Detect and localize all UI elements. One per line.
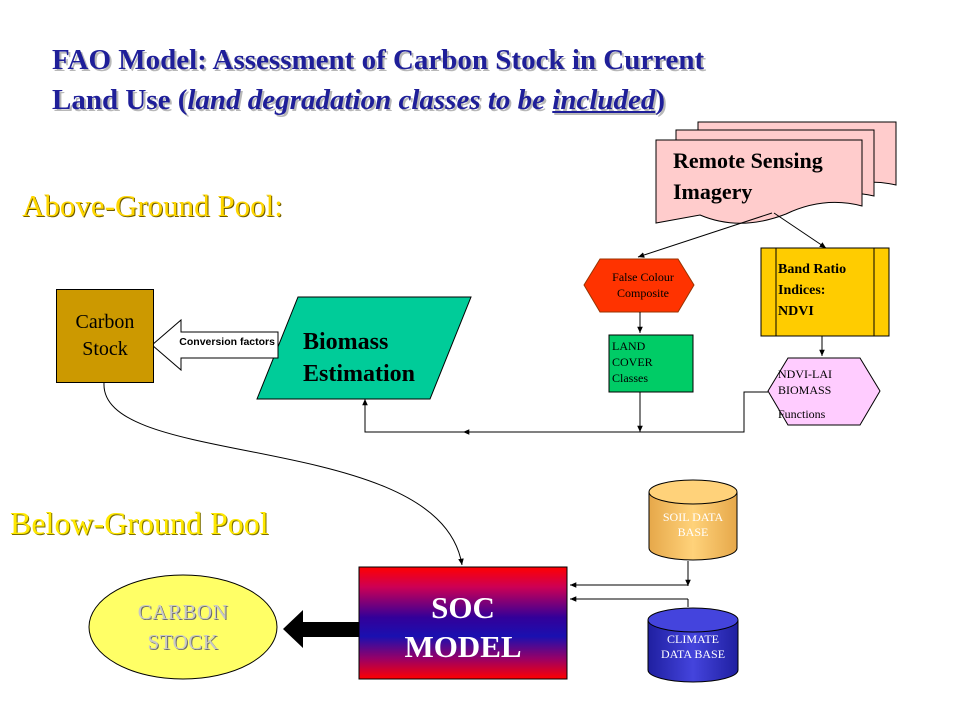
below-ground-pool-heading: Below-Ground Pool: [10, 505, 269, 541]
biomass-estimation-label: Biomass Estimation: [303, 326, 443, 390]
remote-sensing-line-2: Imagery: [673, 179, 753, 204]
title-line-2: Land Use (land degradation classes to be…: [52, 80, 932, 120]
biomass-line-2: Estimation: [303, 361, 416, 387]
remote-sensing-line-1: Remote Sensing: [673, 148, 823, 173]
land-cover-shape: [608, 334, 694, 393]
remote-sensing-label: Remote Sensing Imagery: [673, 145, 823, 207]
carbon-stock-line-1: Carbon: [75, 311, 135, 333]
band-ratio-shape: [760, 247, 890, 337]
soil-database-line-2: BASE: [677, 525, 709, 539]
climate-database-line-1: CLIMATE: [667, 632, 719, 646]
title-underlined-text: included: [552, 84, 656, 116]
remote-sensing-imagery-shape: [655, 121, 897, 224]
title-line-2-prefix: Land Use (: [52, 84, 188, 116]
conversion-factors-arrow: [151, 318, 279, 372]
climate-database-line-2: DATA BASE: [660, 647, 726, 661]
false-colour-line-2: Composite: [616, 286, 669, 300]
soil-database-cylinder: [648, 479, 738, 561]
soil-database-line-1: SOIL DATA: [662, 510, 724, 524]
land-cover-line-2: COVER: [612, 355, 653, 369]
soil-database-label: SOIL DATA BASE: [649, 510, 737, 540]
carbon-stock-ellipse-shape: [88, 574, 278, 680]
title-close-paren: ): [655, 84, 666, 116]
ndvi-lai-line-2: BIOMASS: [778, 383, 832, 397]
ndvi-lai-label: NDVI-LAI BIOMASS Functions: [778, 366, 882, 422]
climate-database-cylinder: [647, 607, 739, 683]
biomass-line-1: Biomass: [303, 329, 389, 355]
band-ratio-label: Band Ratio Indices: NDVI: [778, 259, 878, 322]
land-cover-label: LAND COVER Classes: [612, 338, 692, 386]
page-title: FAO Model: Assessment of Carbon Stock in…: [52, 40, 932, 120]
false-colour-line-1: False Colour: [612, 270, 674, 284]
soc-model-line-1: SOC: [431, 590, 495, 625]
band-ratio-line-3: NDVI: [778, 304, 814, 319]
soc-model-shape: [358, 566, 568, 680]
ndvi-lai-biomass-shape: [767, 357, 881, 426]
false-colour-label: False Colour Composite: [591, 269, 695, 301]
carbon-stock-below-label: CARBON STOCK: [98, 597, 268, 657]
climate-database-label: CLIMATE DATA BASE: [647, 632, 739, 662]
above-ground-pool-heading: Above-Ground Pool:: [22, 188, 283, 223]
carbon-stock-line-2: Stock: [82, 338, 128, 360]
biomass-estimation-shape: [256, 296, 472, 400]
title-italic-text: land degradation classes to be: [187, 84, 553, 116]
ndvi-lai-line-3: Functions: [778, 407, 826, 421]
soc-model-label: SOC MODEL: [360, 588, 566, 666]
band-ratio-line-1: Band Ratio: [778, 262, 847, 277]
soc-to-carbon-stock-arrow: [283, 610, 359, 648]
false-colour-composite-shape: [583, 258, 695, 313]
land-cover-line-3: Classes: [612, 371, 648, 385]
conversion-factors-label: Conversion factors: [179, 336, 275, 348]
soc-model-line-2: MODEL: [404, 629, 522, 664]
land-cover-line-1: LAND: [612, 339, 646, 353]
title-line-1: FAO Model: Assessment of Carbon Stock in…: [52, 44, 705, 76]
carbon-stock-below-line-2: STOCK: [147, 630, 219, 654]
carbon-stock-box: Carbon Stock: [56, 289, 154, 383]
band-ratio-line-2: Indices:: [778, 283, 826, 298]
carbon-stock-below-line-1: CARBON: [137, 600, 229, 624]
ndvi-lai-line-1: NDVI-LAI: [778, 367, 832, 381]
